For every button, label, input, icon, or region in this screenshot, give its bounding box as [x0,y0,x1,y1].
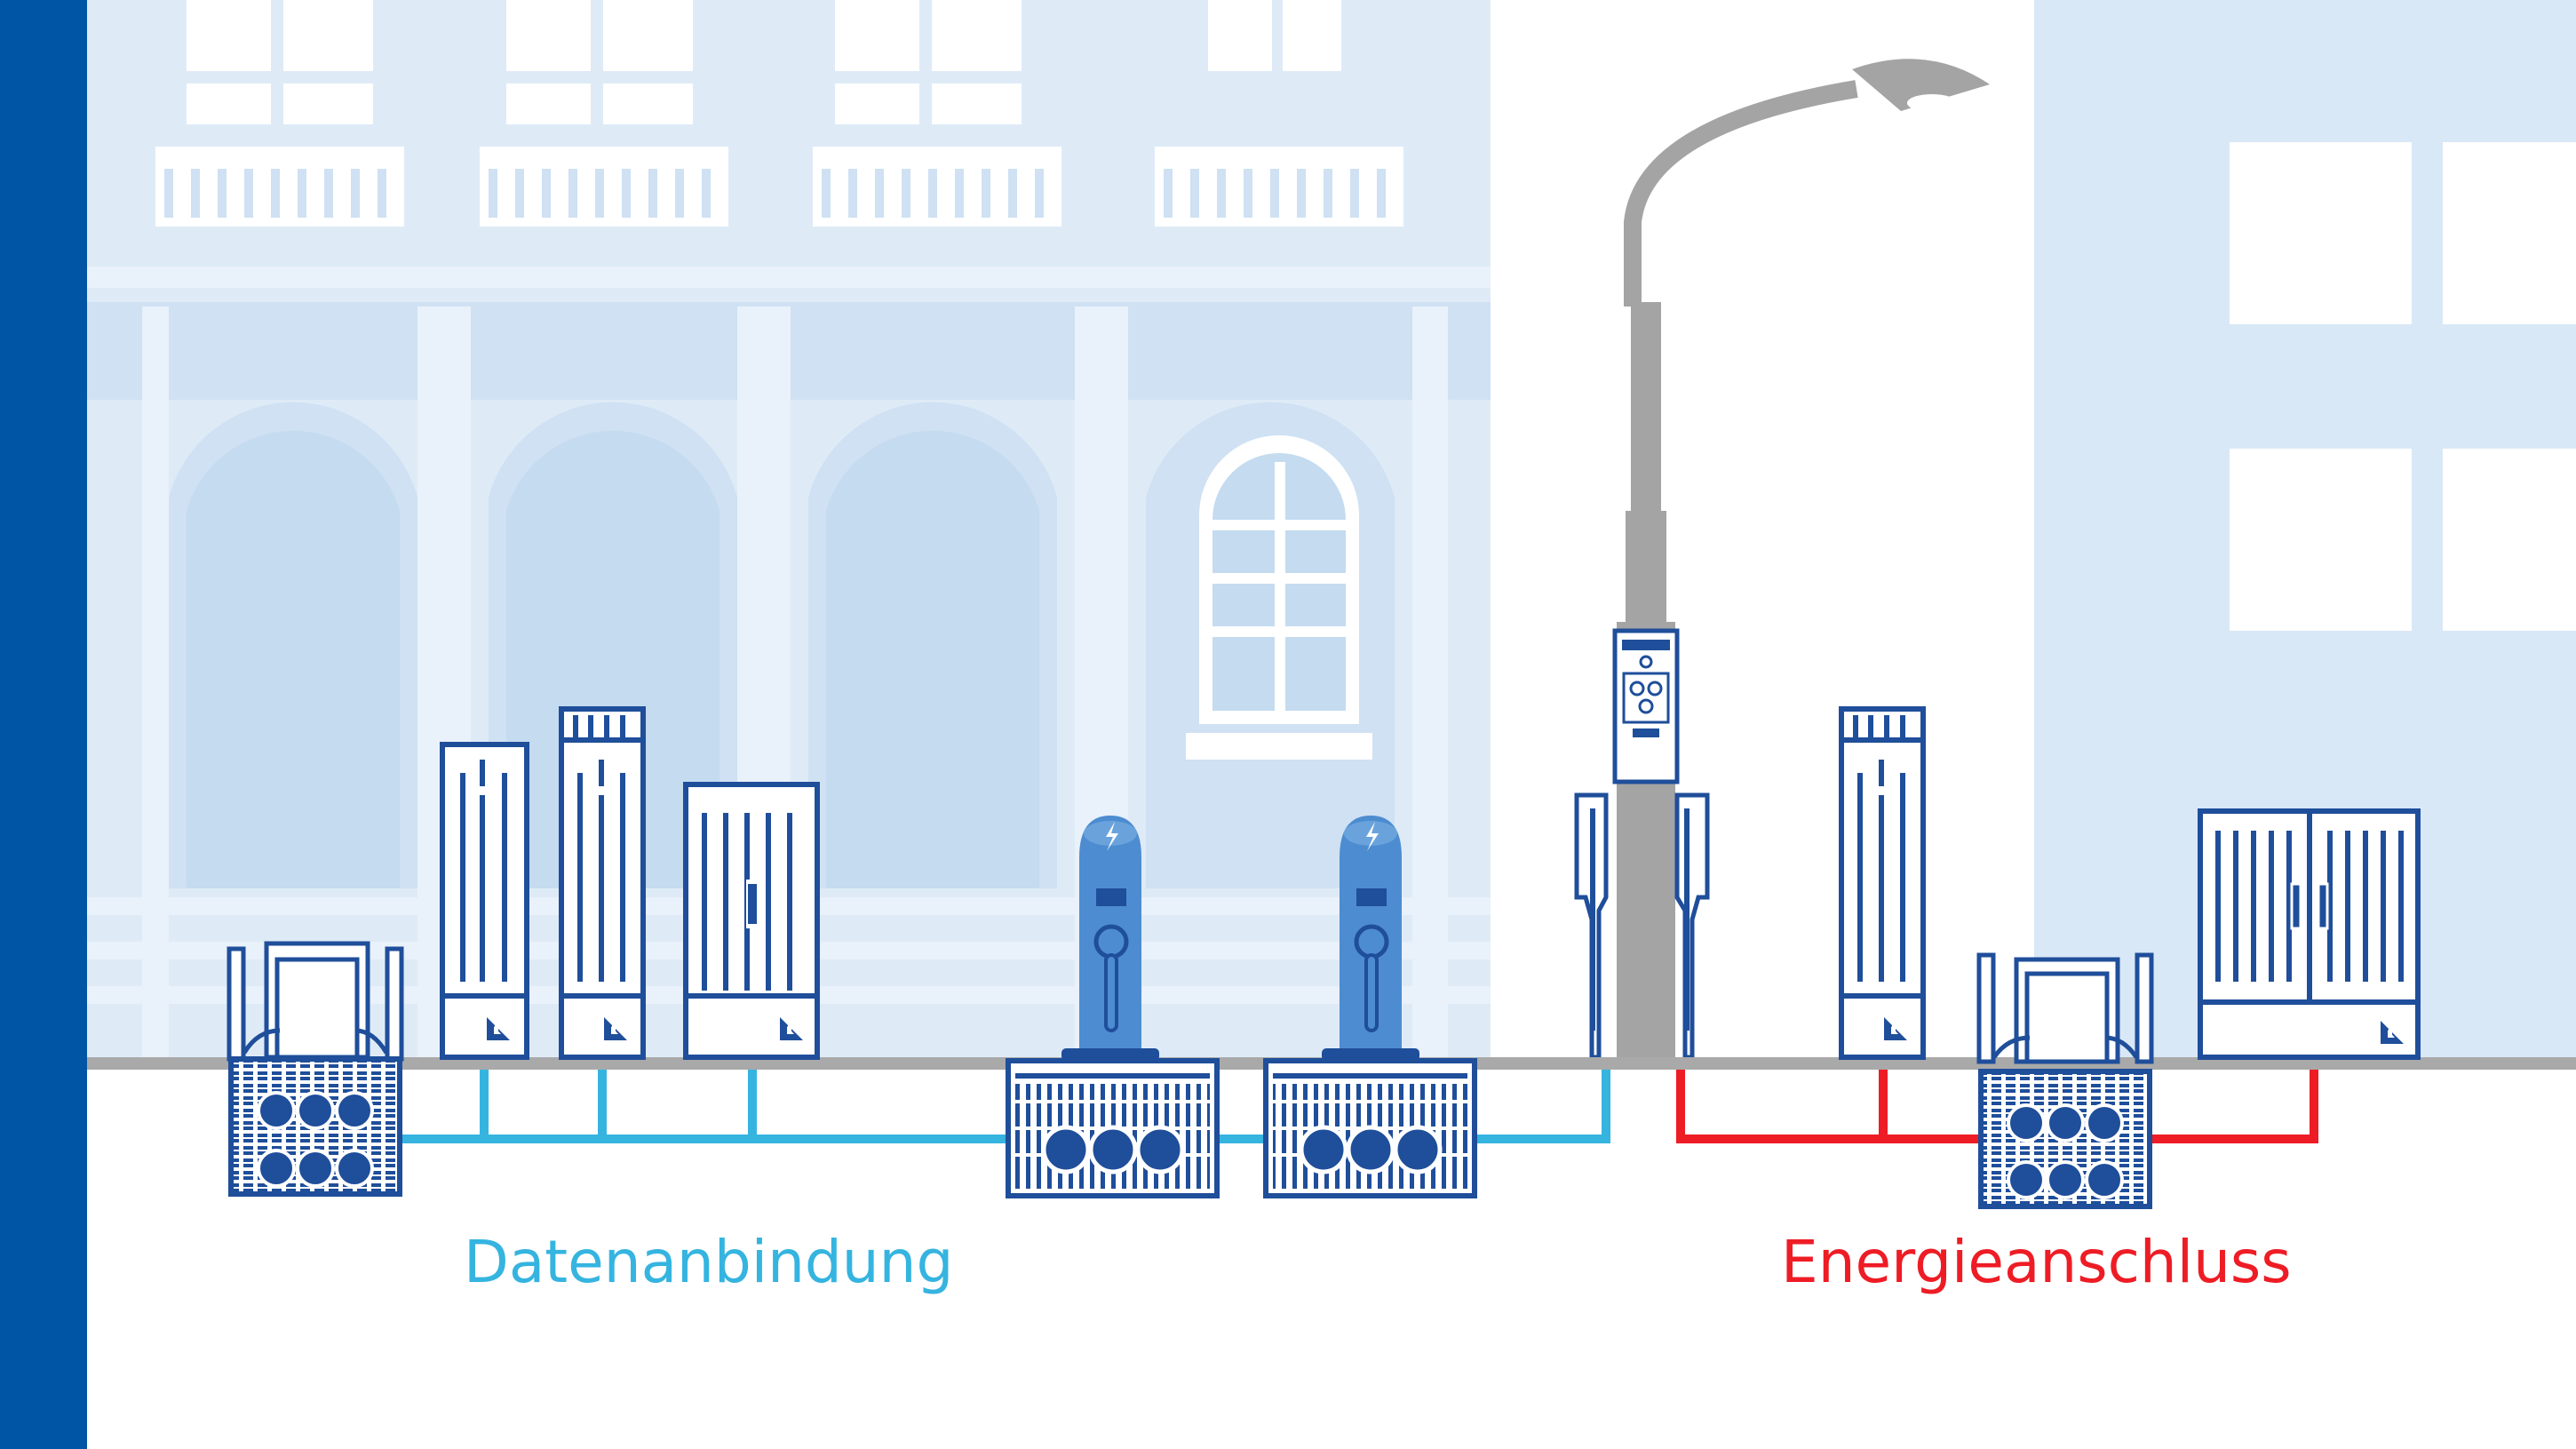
charging-station-1 [1006,816,1220,1198]
energy-connection-label: Energieanschluss [1781,1228,2292,1296]
lightning-icon [1106,822,1118,851]
cabinet-2 [559,706,646,1060]
cabinet-3 [683,782,820,1060]
energy-connection-lines [1676,1057,2318,1143]
data-connection-lines [398,1057,1610,1143]
charging-station-2 [1263,816,1477,1198]
cabinet-4 [1839,706,1926,1060]
background-building-left [87,0,1491,1062]
lamp-pole-box [1612,628,1680,784]
lightning-icon [1366,822,1379,851]
side-bar [0,0,87,1449]
street-lamp [1617,59,1990,1066]
pole-side-cabinets [1574,792,1710,1060]
foundation-base-left [227,941,404,1197]
cabinet-5 [2198,808,2421,1060]
data-connection-label: Datenanbindung [464,1228,954,1296]
foundation-base-right [1976,952,2154,1209]
cabinet-1 [440,742,529,1060]
